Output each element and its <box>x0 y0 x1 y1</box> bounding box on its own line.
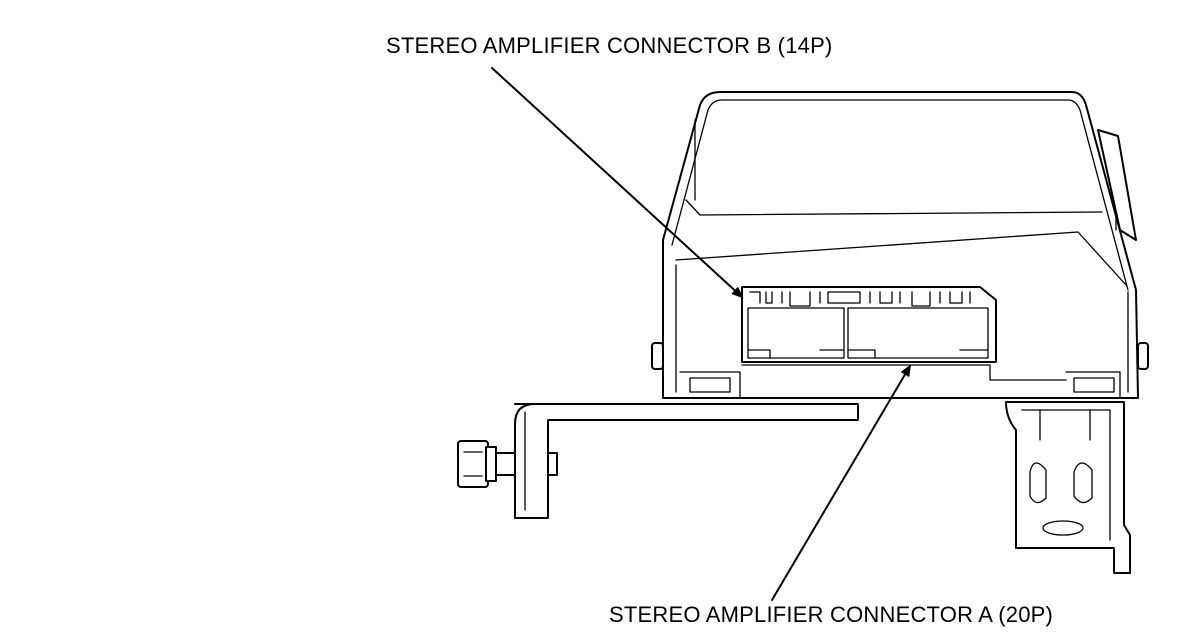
connector-b-label: STEREO AMPLIFIER CONNECTOR B (14P) <box>386 33 833 58</box>
connector-a-label: STEREO AMPLIFIER CONNECTOR A (20P) <box>609 602 1054 627</box>
right-mounting-bracket <box>1005 401 1131 574</box>
connector-a <box>847 307 989 359</box>
leader-line-connector-a <box>771 364 912 601</box>
left-mounting-bracket <box>514 403 859 519</box>
leader-line-connector-b <box>491 67 744 299</box>
mounting-bolt <box>457 440 558 488</box>
connector-b <box>747 307 845 359</box>
connector-face <box>741 286 997 363</box>
